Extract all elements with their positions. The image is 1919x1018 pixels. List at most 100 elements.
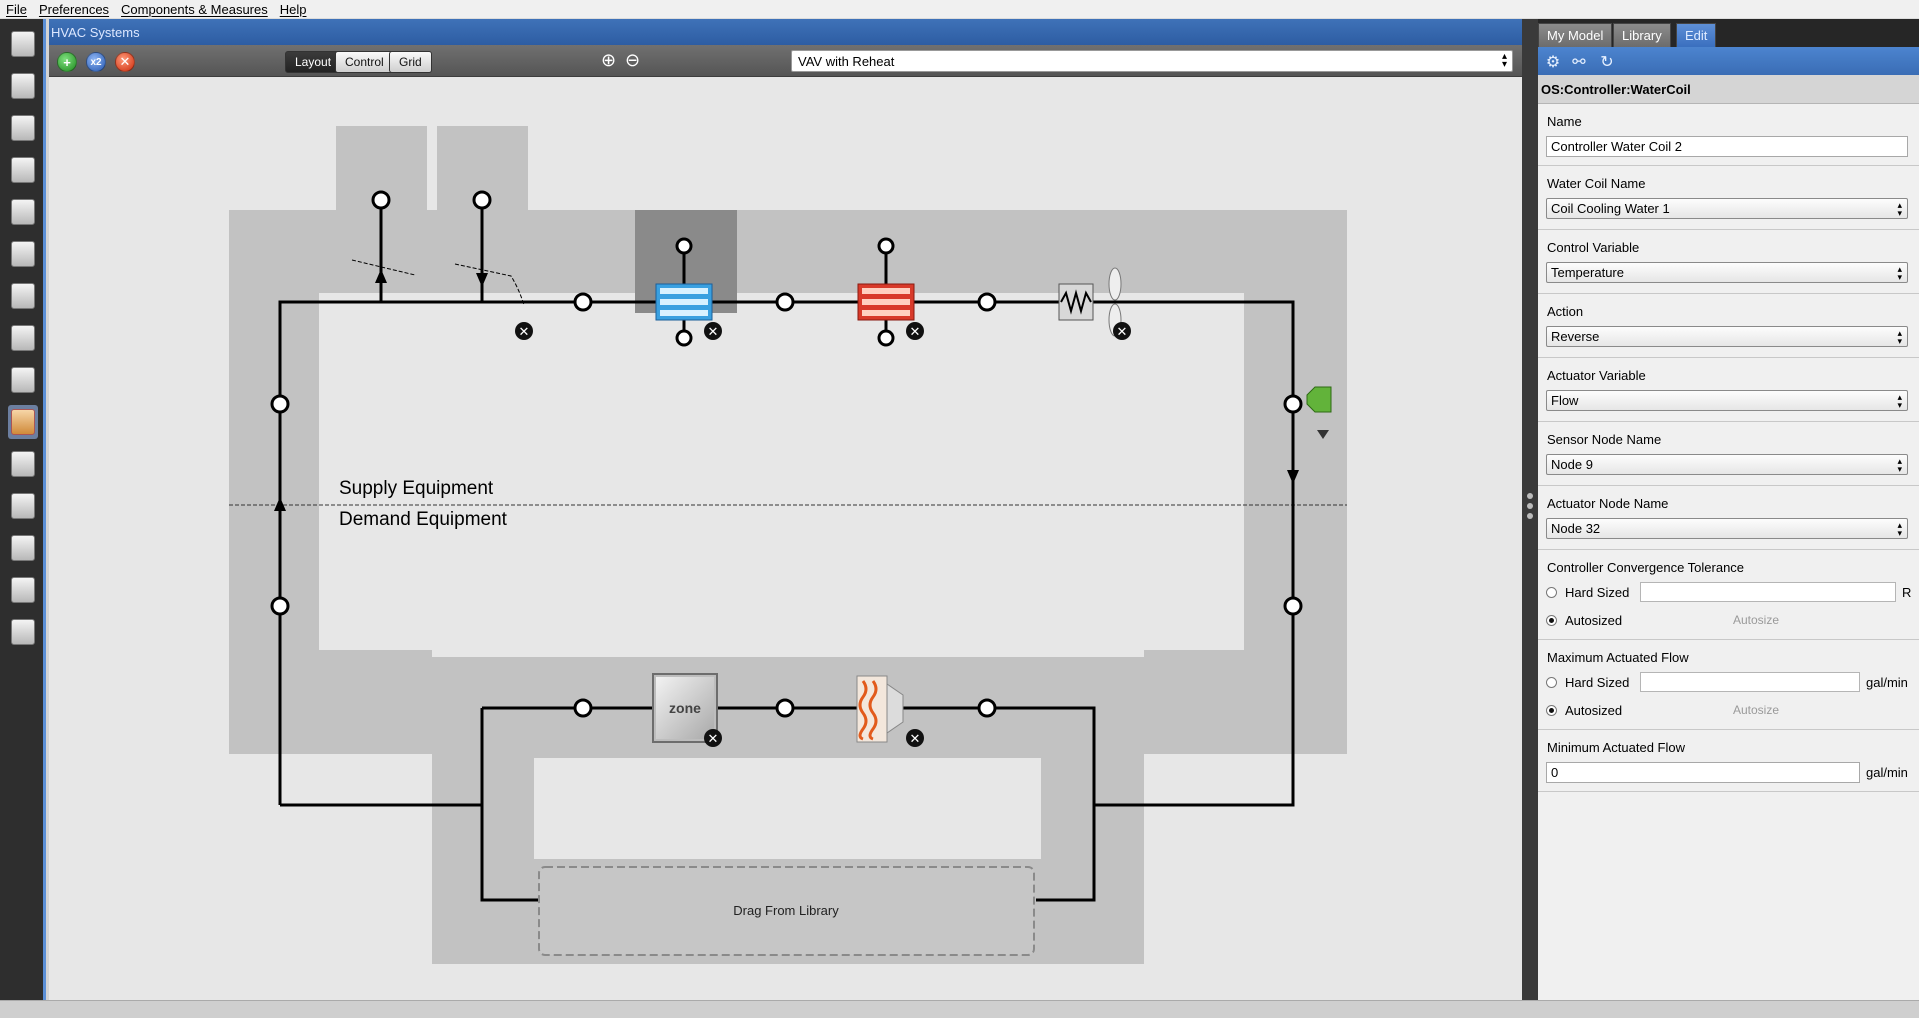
water-coil-node[interactable] bbox=[675, 237, 693, 255]
run-simulation-tab-icon bbox=[11, 577, 35, 603]
tolerance-unit: R bbox=[1902, 585, 1912, 600]
name-input[interactable]: Controller Water Coil 2 bbox=[1546, 136, 1908, 157]
thermal-zones-tab-button[interactable] bbox=[8, 363, 38, 397]
remove-icon[interactable]: ✕ bbox=[906, 322, 924, 340]
fan-icon[interactable] bbox=[1058, 267, 1122, 337]
supply-arrow-icon bbox=[1287, 470, 1299, 484]
demand-node[interactable] bbox=[270, 596, 290, 616]
tab-grid[interactable]: Grid bbox=[389, 51, 432, 73]
autosized-label: Autosized bbox=[1565, 702, 1623, 718]
remove-icon[interactable]: ✕ bbox=[704, 729, 722, 747]
menu-preferences[interactable]: Preferences bbox=[38, 1, 110, 17]
tab-layout[interactable]: Layout bbox=[285, 51, 342, 73]
thermal-zone[interactable]: zone bbox=[652, 673, 718, 743]
return-node[interactable] bbox=[270, 394, 290, 414]
geometry-tab-button[interactable] bbox=[8, 237, 38, 271]
menu-components-measures[interactable]: Components & Measures bbox=[121, 1, 268, 17]
tolerance-hard-sized-input[interactable] bbox=[1640, 582, 1896, 602]
tab-control[interactable]: Control bbox=[335, 51, 394, 73]
name-label: Name bbox=[1547, 114, 1582, 129]
water-coil-node[interactable] bbox=[877, 329, 895, 347]
action-select[interactable]: Reverse▴▾ bbox=[1546, 326, 1908, 347]
actuator-variable-select[interactable]: Flow▴▾ bbox=[1546, 390, 1908, 411]
system-select[interactable]: VAV with Reheat ▴▾ bbox=[791, 50, 1513, 72]
supply-node[interactable] bbox=[775, 292, 795, 312]
hvac-systems-tab-button[interactable] bbox=[8, 405, 38, 439]
schedules-tab-button[interactable] bbox=[8, 69, 38, 103]
space-types-tab-button[interactable] bbox=[8, 195, 38, 229]
supply-outlet-node[interactable] bbox=[1283, 394, 1303, 414]
variables-tab-button[interactable] bbox=[8, 447, 38, 481]
panel-splitter[interactable] bbox=[1522, 19, 1538, 1000]
water-coil-name-select[interactable]: Coil Cooling Water 1 ▴▾ bbox=[1546, 198, 1908, 219]
remove-icon[interactable]: ✕ bbox=[515, 322, 533, 340]
results-summary-tab-icon bbox=[11, 619, 35, 645]
radio-button[interactable] bbox=[1546, 704, 1557, 716]
facility-tab-icon bbox=[11, 283, 35, 309]
sensor-node-select[interactable]: Node 9▴▾ bbox=[1546, 454, 1908, 475]
radio-button[interactable] bbox=[1546, 586, 1557, 598]
radio-button[interactable] bbox=[1546, 676, 1557, 688]
refresh-icon[interactable]: ↻ bbox=[1600, 54, 1614, 71]
supply-node[interactable] bbox=[977, 292, 997, 312]
tab-edit[interactable]: Edit bbox=[1676, 23, 1717, 47]
menu-help[interactable]: Help bbox=[279, 1, 307, 17]
tab-library[interactable]: Library bbox=[1613, 23, 1671, 47]
system-select-value: VAV with Reheat bbox=[798, 54, 895, 69]
site-tab-button[interactable] bbox=[8, 27, 38, 61]
tolerance-hard-sized-option[interactable]: Hard Sized bbox=[1546, 582, 1629, 602]
simulation-settings-tab-button[interactable] bbox=[8, 489, 38, 523]
outdoor-air-node[interactable] bbox=[472, 190, 492, 210]
convergence-tolerance-label: Controller Convergence Tolerance bbox=[1547, 560, 1745, 575]
zone-node[interactable] bbox=[573, 698, 593, 718]
facility-tab-button[interactable] bbox=[8, 279, 38, 313]
max-flow-hard-sized-input[interactable] bbox=[1640, 672, 1860, 692]
vav-reheat-terminal-icon[interactable] bbox=[856, 675, 904, 743]
loads-tab-icon bbox=[11, 157, 35, 183]
supply-node[interactable] bbox=[573, 292, 593, 312]
run-simulation-tab-button[interactable] bbox=[8, 573, 38, 607]
menu-file[interactable]: File bbox=[6, 1, 27, 17]
water-coil-node[interactable] bbox=[675, 329, 693, 347]
autosized-label: Autosized bbox=[1565, 612, 1623, 628]
supply-equipment-label: Supply Equipment bbox=[339, 478, 494, 499]
drag-from-library-dropzone[interactable] bbox=[538, 866, 1035, 956]
gear-icon[interactable]: ⚙ bbox=[1545, 54, 1561, 71]
remove-icon[interactable]: ✕ bbox=[1113, 322, 1131, 340]
cooling-coil-icon[interactable] bbox=[655, 283, 713, 321]
delete-system-button[interactable]: ✕ bbox=[115, 52, 135, 72]
water-coil-name-value: Coil Cooling Water 1 bbox=[1551, 201, 1670, 216]
relief-node[interactable] bbox=[371, 190, 391, 210]
heating-coil-icon[interactable] bbox=[857, 283, 915, 321]
actuator-variable-group: Actuator Variable Flow▴▾ bbox=[1538, 358, 1919, 422]
tolerance-autosized-option[interactable]: Autosized bbox=[1546, 610, 1622, 630]
remove-icon[interactable]: ✕ bbox=[906, 729, 924, 747]
water-coil-node[interactable] bbox=[877, 237, 895, 255]
min-actuated-flow-input[interactable]: 0 bbox=[1546, 762, 1860, 783]
link-icon[interactable]: ⚯ bbox=[1572, 54, 1586, 71]
select-caret-icon: ▴▾ bbox=[1897, 264, 1902, 282]
constructions-tab-button[interactable] bbox=[8, 111, 38, 145]
remove-icon[interactable]: ✕ bbox=[704, 322, 722, 340]
max-flow-autosized-option[interactable]: Autosized bbox=[1546, 700, 1622, 720]
scripts-tab-button[interactable] bbox=[8, 531, 38, 565]
results-summary-tab-button[interactable] bbox=[8, 615, 38, 649]
select-caret-icon: ▴▾ bbox=[1897, 200, 1902, 218]
zone-node[interactable] bbox=[775, 698, 795, 718]
zoom-out-icon[interactable]: ⊖ bbox=[625, 50, 641, 70]
tab-my-model[interactable]: My Model bbox=[1538, 23, 1613, 47]
hvac-systems-panel: HVAC Systems + x2 ✕ Layout Control Grid … bbox=[49, 19, 1522, 1000]
spaces-tab-button[interactable] bbox=[8, 321, 38, 355]
setpoint-manager-icon[interactable] bbox=[1306, 386, 1332, 439]
control-variable-select[interactable]: Temperature▴▾ bbox=[1546, 262, 1908, 283]
loads-tab-button[interactable] bbox=[8, 153, 38, 187]
add-system-button[interactable]: + bbox=[57, 52, 77, 72]
copy-system-button[interactable]: x2 bbox=[86, 52, 106, 72]
zone-node[interactable] bbox=[977, 698, 997, 718]
radio-button[interactable] bbox=[1546, 614, 1557, 626]
space-types-tab-icon bbox=[11, 199, 35, 225]
zoom-in-icon[interactable]: ⊕ bbox=[601, 50, 617, 70]
demand-inlet-node[interactable] bbox=[1283, 596, 1303, 616]
actuator-node-select[interactable]: Node 32▴▾ bbox=[1546, 518, 1908, 539]
max-flow-hard-sized-option[interactable]: Hard Sized bbox=[1546, 672, 1629, 692]
